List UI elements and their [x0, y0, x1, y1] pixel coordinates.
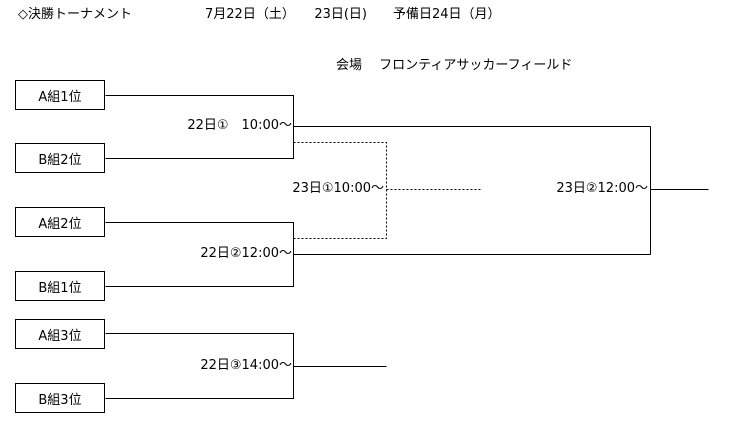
- team-box-b3: B組3位: [15, 383, 105, 413]
- bracket-line-semi-dotted: [293, 142, 481, 239]
- team-box-a3: A組3位: [15, 319, 105, 349]
- bracket-line-match-1: [105, 95, 651, 159]
- match-3-label: 22日③14:00～: [200, 358, 292, 373]
- bracket-line-match-2: [105, 222, 651, 287]
- bracket-line-match-3: [105, 333, 387, 399]
- tournament-title: ◇決勝トーナメント: [18, 7, 132, 22]
- schedule-dates: 7月22日（土） 23日(日) 予備日24日（月）: [205, 7, 501, 22]
- team-box-b1: B組1位: [15, 271, 105, 301]
- final-match-label: 23日②12:00～: [556, 181, 648, 196]
- match-1-label: 22日① 10:00～: [187, 118, 292, 133]
- team-box-a2: A組2位: [15, 207, 105, 237]
- team-box-a1: A組1位: [15, 80, 105, 110]
- semi-match-label: 23日①10:00～: [292, 181, 384, 196]
- venue-label: 会場 フロンティアサッカーフィールド: [336, 58, 573, 73]
- team-box-b2: B組2位: [15, 143, 105, 173]
- match-2-label: 22日②12:00～: [200, 246, 292, 261]
- bracket-line-final: [650, 126, 709, 255]
